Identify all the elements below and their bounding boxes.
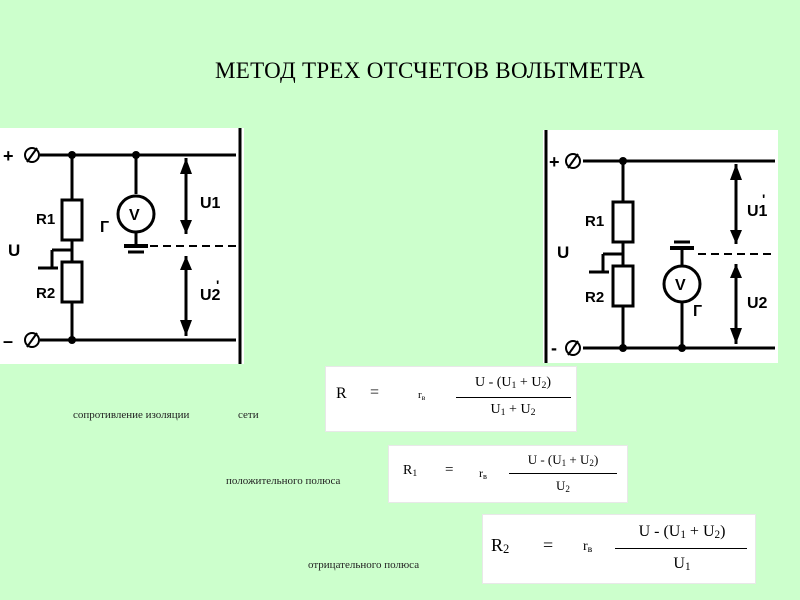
formula-network-resistance: R = rв U - (U1 + U2) U1 + U2 [325, 366, 577, 432]
ground-label: Г [693, 303, 702, 320]
positive-pole-label: положительного полюса [226, 475, 341, 487]
formula-lhs: R [336, 385, 347, 402]
formula-denominator: U1 [673, 555, 691, 573]
formula-fraction-bar [456, 397, 571, 398]
u2-label: U2 [747, 295, 768, 312]
u1-label: U1 [747, 203, 768, 220]
minus-terminal-label: – [3, 331, 13, 351]
insulation-label: сопротивление изоляции [73, 409, 190, 421]
formula-fraction-bar [509, 473, 617, 474]
r2-label: R2 [36, 285, 55, 302]
supply-voltage-label: U [557, 243, 569, 262]
plus-terminal-label: + [549, 152, 560, 172]
ground-label: Г [100, 219, 109, 236]
formula-denominator: U2 [556, 478, 570, 494]
formula-equals: = [445, 462, 454, 478]
formula-equals: = [543, 535, 554, 555]
formula-coefficient: rв [583, 539, 593, 555]
left-circuit-panel: + – U R1 R2 V Г U1 U2 ' [0, 128, 244, 364]
plus-terminal-label: + [3, 146, 14, 166]
negative-pole-label: отрицательного полюса [308, 559, 420, 571]
formula-negative-pole: R2 = rв U - (U1 + U2) U1 [482, 514, 756, 584]
formula-lhs: R2 [491, 535, 510, 556]
voltmeter-label: V [675, 277, 686, 294]
right-circuit-diagram: + - U R1 R2 V Г U1 ' U2 [544, 130, 775, 363]
formula-lhs: R1 [403, 463, 418, 479]
voltmeter-label: V [129, 207, 140, 224]
formula-positive-pole: R1 = rв U - (U1 + U2) U2 [388, 445, 628, 503]
u2-prime-mark: ' [216, 277, 219, 293]
r2-label: R2 [585, 289, 604, 306]
formula-numerator: U - (U1 + U2) [638, 523, 726, 541]
formula-numerator: U - (U1 + U2) [474, 375, 552, 391]
left-circuit-diagram: + – U R1 R2 V Г U1 U2 ' [3, 128, 242, 364]
u2-label: U2 [200, 287, 221, 304]
formula-equals: = [370, 384, 380, 401]
formula-denominator: U1 + U2 [490, 402, 536, 418]
formula-numerator: U - (U1 + U2) [527, 452, 599, 468]
minus-terminal-label: - [551, 338, 557, 358]
r1-label: R1 [585, 213, 604, 230]
formula-fraction-bar [615, 548, 747, 549]
page-title: МЕТОД ТРЕХ ОТСЧЕТОВ ВОЛЬТМЕТРА [215, 58, 645, 83]
supply-voltage-label: U [8, 241, 20, 260]
u1-label: U1 [200, 195, 221, 212]
right-circuit-panel: + - U R1 R2 V Г U1 ' U2 [543, 130, 778, 363]
formula-coefficient: rв [418, 389, 426, 402]
network-label: сети [238, 409, 259, 421]
u1-prime-mark: ' [762, 191, 765, 207]
formula-coefficient: rв [479, 466, 487, 481]
r1-label: R1 [36, 211, 55, 228]
